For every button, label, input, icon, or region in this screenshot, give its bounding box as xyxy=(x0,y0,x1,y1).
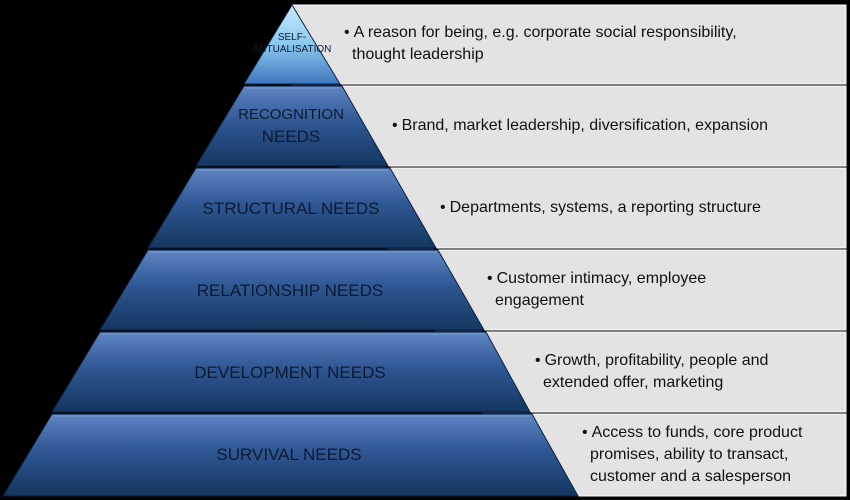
bullet-icon: • xyxy=(535,352,541,369)
tier-description-4: •Customer intimacy, employee engagement xyxy=(487,268,706,312)
tier-label-self-actualisation: SELF- ACTUALISATION xyxy=(246,32,338,56)
pyramid-tier-6 xyxy=(2,413,579,497)
pyramid-tier-5 xyxy=(51,331,531,413)
bullet-icon: • xyxy=(582,424,588,441)
tier-label-survival: SURVIVAL NEEDS xyxy=(4,444,574,465)
bullet-icon: • xyxy=(440,199,446,216)
description-line: Access to funds, core product xyxy=(591,424,803,441)
description-line: promises, ability to transact, xyxy=(590,446,789,463)
tier-label-line: ACTUALISATION xyxy=(252,44,332,55)
description-line: engagement xyxy=(495,292,584,309)
tier-label-line: RELATIONSHIP NEEDS xyxy=(196,281,384,300)
bullet-icon: • xyxy=(344,24,350,41)
description-line: customer and a salesperson xyxy=(590,468,791,485)
tier-label-relationship: RELATIONSHIP NEEDS xyxy=(100,280,480,301)
tier-description-1: •A reason for being, e.g. corporate soci… xyxy=(344,22,737,66)
tier-label-line: DEVELOPMENT NEEDS xyxy=(194,363,386,382)
pyramid-tier-1 xyxy=(243,4,341,85)
tier-label-line: STRUCTURAL NEEDS xyxy=(202,199,380,218)
description-line: Departments, systems, a reporting struct… xyxy=(449,199,761,216)
description-line: Brand, market leadership, diversificatio… xyxy=(401,117,769,134)
pyramid-tier-2 xyxy=(195,85,389,167)
tier-label-line: SELF- xyxy=(277,32,307,43)
pyramid-tier-4 xyxy=(99,249,485,331)
tier-label-structural: STRUCTURAL NEEDS xyxy=(148,198,434,219)
tier-description-5: •Growth, profitability, people and exten… xyxy=(535,350,768,394)
description-line: thought leadership xyxy=(352,46,484,63)
description-line: A reason for being, e.g. corporate socia… xyxy=(353,24,737,41)
tier-description-2: •Brand, market leadership, diversificati… xyxy=(392,115,768,137)
tier-label-line: RECOGNITION xyxy=(238,106,344,123)
pyramid-tier-3 xyxy=(147,167,437,249)
tier-description-6: •Access to funds, core product promises,… xyxy=(582,422,802,488)
bullet-icon: • xyxy=(487,270,493,287)
description-line: Growth, profitability, people and xyxy=(544,352,769,369)
tier-label-development: DEVELOPMENT NEEDS xyxy=(52,362,528,383)
description-line: Customer intimacy, employee xyxy=(496,270,707,287)
bullet-icon: • xyxy=(392,117,398,134)
tier-label-line: SURVIVAL NEEDS xyxy=(216,445,362,464)
tier-label-line: NEEDS xyxy=(261,127,321,146)
tier-label-recognition: RECOGNITION NEEDS xyxy=(196,104,386,148)
description-line: extended offer, marketing xyxy=(543,374,724,391)
tier-description-3: •Departments, systems, a reporting struc… xyxy=(440,197,761,219)
